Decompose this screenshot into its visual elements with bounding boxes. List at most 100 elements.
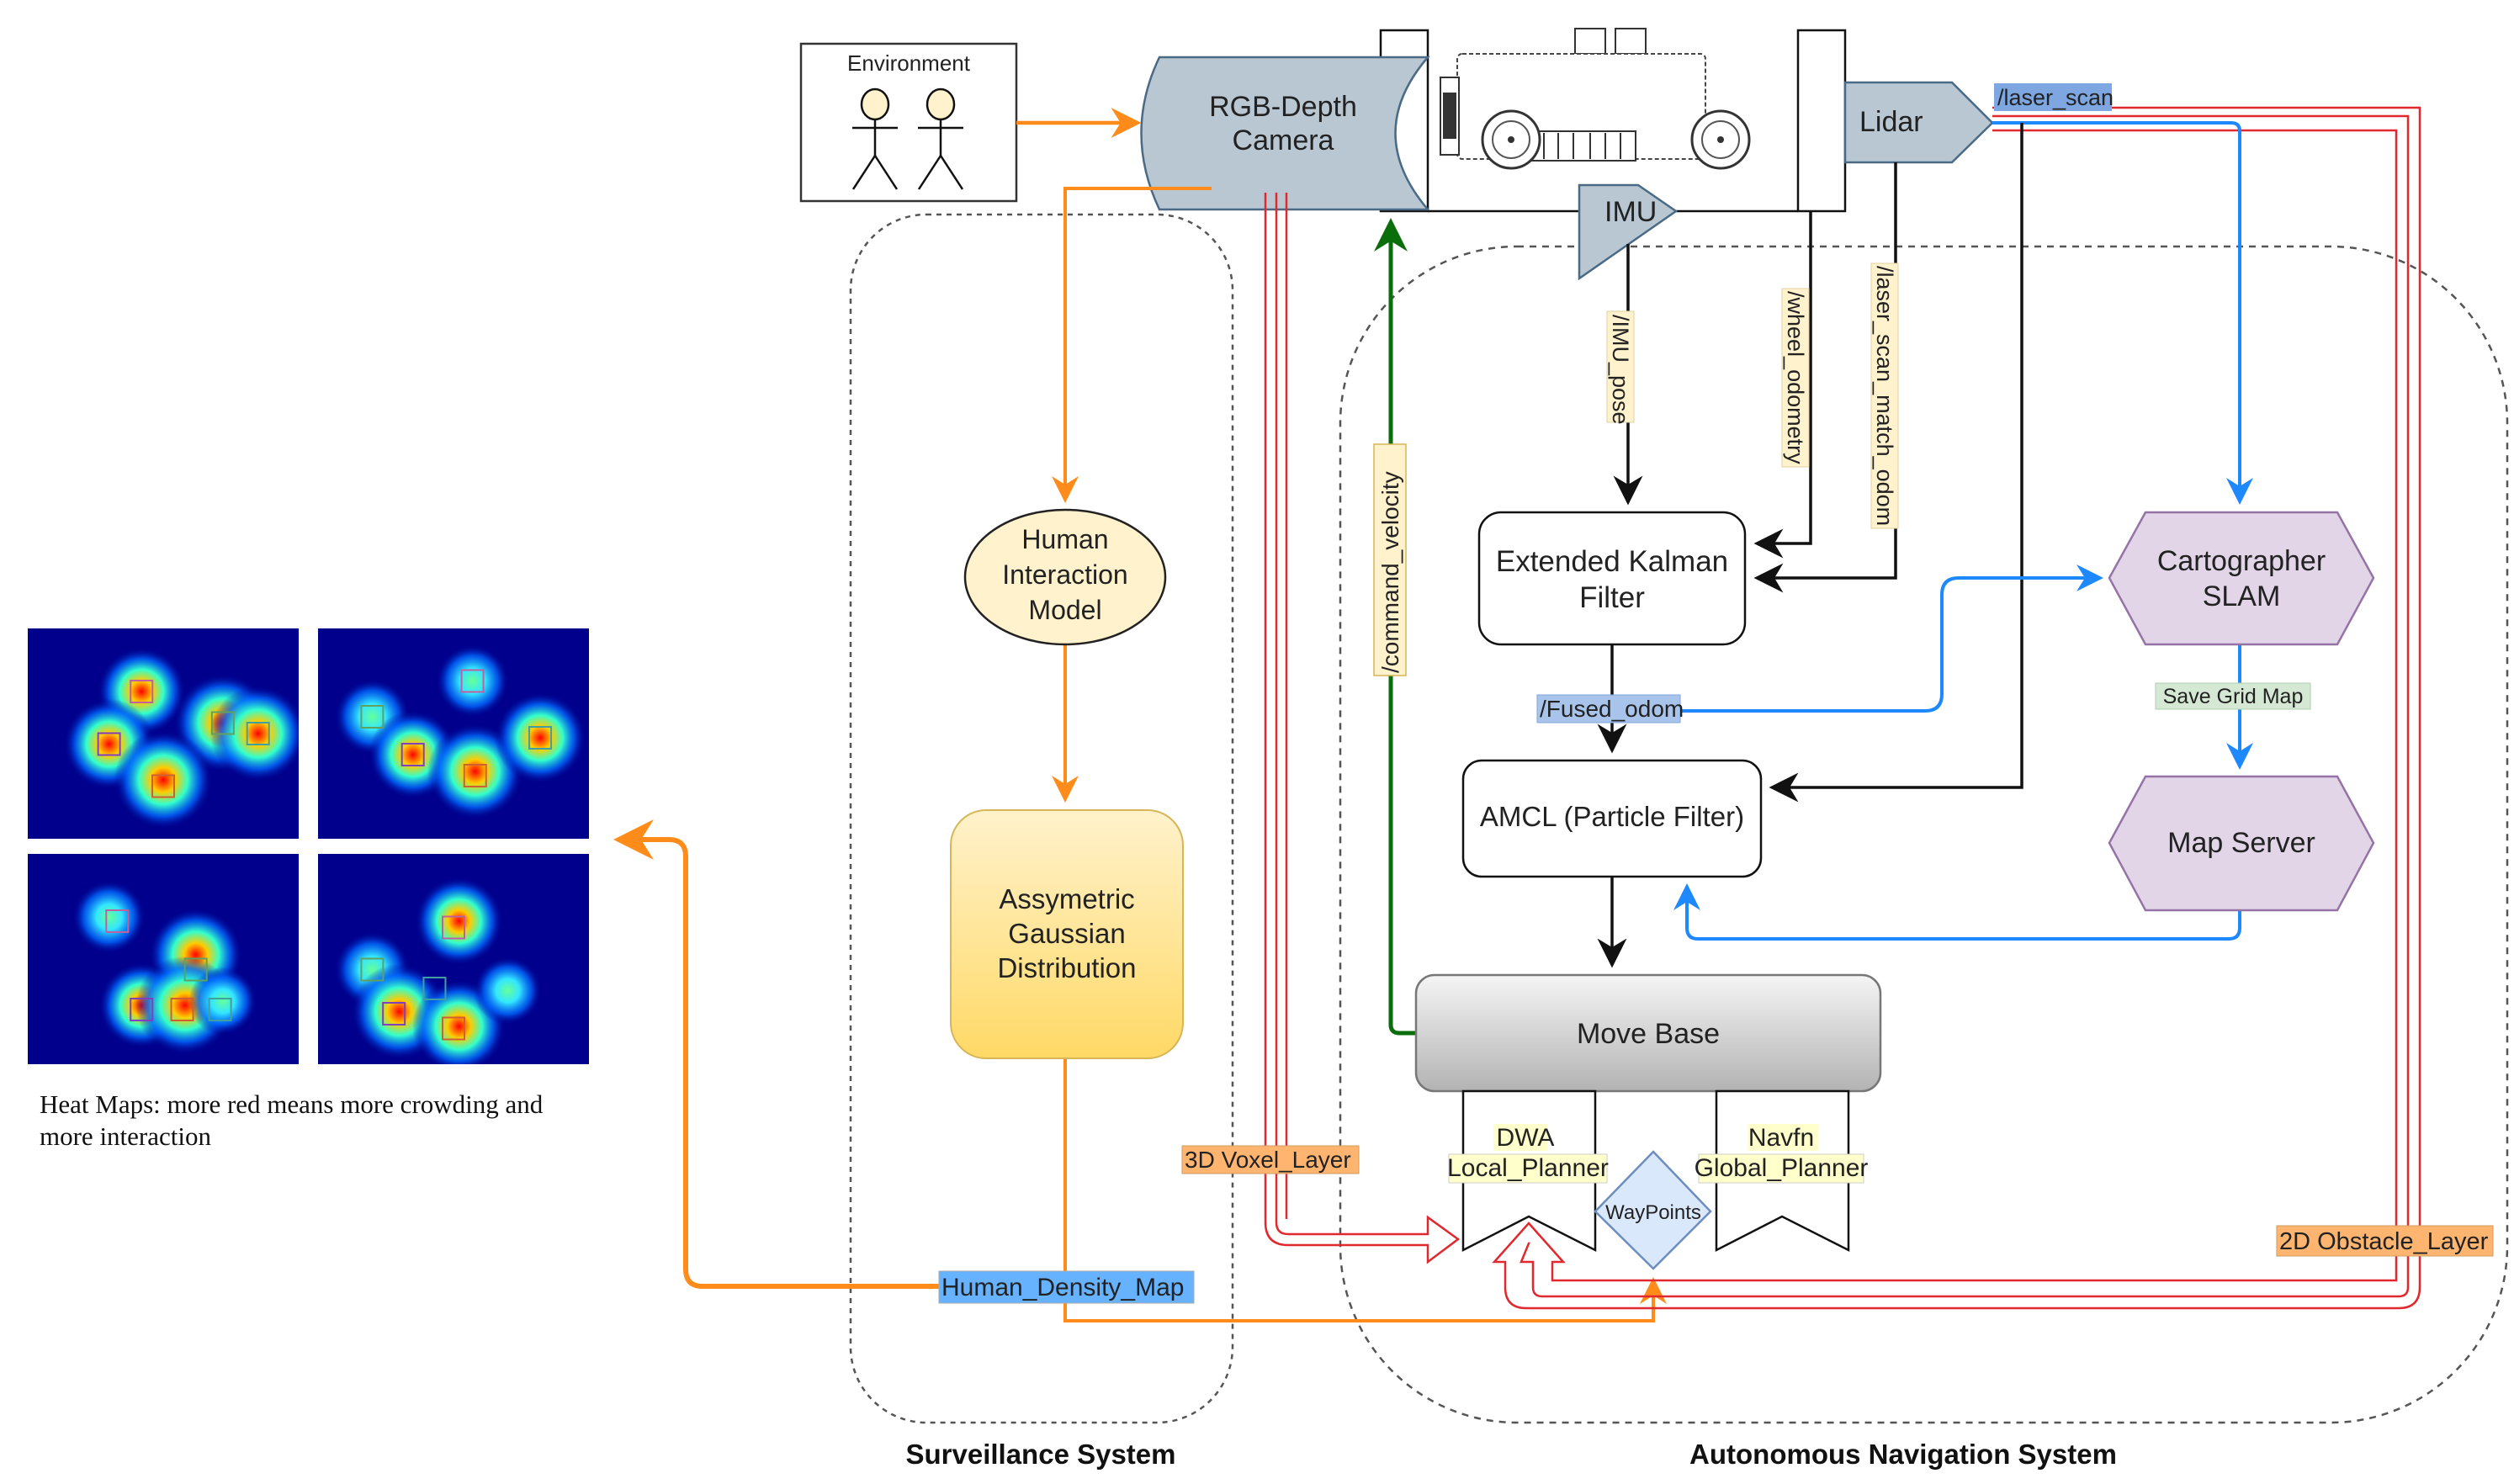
save-grid-map-label: Save Grid Map <box>2155 682 2311 710</box>
human-interaction-line3: Model <box>1028 595 1101 625</box>
person-detection-box <box>246 722 270 745</box>
human-interaction-line1: Human <box>1021 524 1108 554</box>
person-icon <box>851 87 899 190</box>
person-detection-box <box>360 705 385 729</box>
person-detection-box <box>360 957 385 982</box>
amcl-label: AMCL (Particle Filter) <box>1480 801 1744 832</box>
person-detection-box <box>528 726 553 750</box>
person-detection-box <box>130 680 154 703</box>
edge-obstacle-layer <box>1492 106 2421 1310</box>
imu-label: IMU <box>1604 196 1657 228</box>
robot-battery-pack <box>1529 130 1636 162</box>
navfn-line1-bg <box>1748 1124 1818 1151</box>
heatmap-hotspot <box>495 692 586 783</box>
edge-wheel-odometry-ekf <box>1753 211 1812 559</box>
edge-fused-odom-cartographer <box>1668 564 2103 713</box>
person-detection-box <box>170 998 194 1021</box>
robot-rear-bracket <box>1796 29 1847 213</box>
imu-node: IMU <box>1578 183 1679 281</box>
person-detection-box <box>183 957 208 982</box>
heatmap-hotspot <box>473 957 542 1025</box>
robot-wheel-front <box>1481 109 1541 170</box>
edge-voxel-layer <box>1264 193 1461 1264</box>
laser-scan-match-odom-text: /laser_scan_match_odom <box>1872 266 1897 526</box>
waypoints-label: WayPoints <box>1605 1201 1701 1224</box>
person-detection-box <box>130 998 154 1021</box>
ekf-line2: Filter <box>1579 581 1645 614</box>
dwa-line2-bg <box>1448 1153 1608 1184</box>
camera-label-line1: RGB-Depth <box>1209 91 1357 123</box>
person-detection-box <box>382 1002 406 1026</box>
person-detection-box <box>210 711 235 735</box>
navfn-line2: Global_Planner <box>1695 1154 1869 1182</box>
laser-scan-label: /laser_scan <box>1994 83 2114 111</box>
heatmap-hotspot <box>72 880 146 954</box>
gaussian-line1: Assymetric <box>999 883 1134 914</box>
obstacle-layer-text: 2D Obstacle_Layer <box>2279 1228 2489 1255</box>
assymetric-gaussian-node: Assymetric Gaussian Distribution <box>950 809 1184 1059</box>
dwa-local-planner-node: DWA Local_Planner <box>1447 1089 1609 1253</box>
wheel-odometry-text: /wheel_odometry <box>1783 291 1808 464</box>
human-interaction-model-node: Human Interaction Model <box>963 508 1167 646</box>
amcl-node: AMCL (Particle Filter) <box>1461 759 1763 878</box>
lidar-label: Lidar <box>1859 106 1923 138</box>
environment-label: Environment <box>847 50 971 76</box>
edge-laser-scan-amcl <box>1769 123 2023 803</box>
heatmap-caption-line2: more interaction <box>40 1121 211 1151</box>
camera-label-line2: Camera <box>1233 125 1334 156</box>
environment-node: Environment <box>799 42 1018 203</box>
command-velocity-label: /command_velocity <box>1373 443 1407 676</box>
obstacle-layer-label: 2D Obstacle_Layer <box>2276 1225 2494 1257</box>
person-detection-box <box>97 732 121 756</box>
surveillance-system-title: Surveillance System <box>905 1439 1175 1470</box>
navfn-line2-bg <box>1698 1153 1864 1184</box>
lidar-node: Lidar <box>1843 81 1994 164</box>
gaussian-line2: Gaussian <box>1008 918 1125 949</box>
voxel-layer-text: 3D Voxel_Layer <box>1185 1147 1351 1173</box>
person-detection-box <box>463 764 487 787</box>
heatmap-panel <box>318 628 589 839</box>
navfn-global-planner-node: Navfn Global_Planner <box>1695 1089 1869 1253</box>
human-density-map-label: Human_Density_Map <box>938 1270 1195 1304</box>
edge-density-heatmaps <box>613 819 942 1289</box>
heatmap-hotspot <box>414 877 503 966</box>
cartographer-line2: SLAM <box>2203 580 2281 612</box>
surveillance-system-group <box>849 213 1234 1424</box>
edge-mapserver-amcl <box>1673 883 2241 941</box>
robot-top-sensor-1 <box>1574 28 1606 55</box>
imu-pose-text: /IMU_pose <box>1608 315 1633 425</box>
heatmap-hotspot <box>114 730 213 829</box>
robot-wheel-rear <box>1690 109 1751 170</box>
gaussian-line3: Distribution <box>997 952 1136 983</box>
move-base-node: Move Base <box>1414 973 1882 1093</box>
save-grid-map-text: Save Grid Map <box>2163 685 2304 708</box>
cartographer-slam-node: Cartographer SLAM <box>2108 511 2375 646</box>
edge-gaussian-waypoints <box>1063 1058 1667 1322</box>
rgb-depth-camera-node: RGB-Depth Camera <box>1140 56 1430 211</box>
dwa-line2: Local_Planner <box>1447 1154 1609 1182</box>
robot-illustration <box>1440 28 1751 170</box>
human-interaction-line2: Interaction <box>1002 559 1127 590</box>
navigation-system-group <box>1339 245 2509 1424</box>
person-icon <box>917 87 964 190</box>
cartographer-line1: Cartographer <box>2157 545 2326 577</box>
heatmap-panel <box>28 628 299 839</box>
heatmap-caption-line1: Heat Maps: more red means more crowding … <box>40 1089 544 1119</box>
laser-scan-text: /laser_scan <box>1997 85 2114 110</box>
map-server-node: Map Server <box>2108 775 2375 912</box>
dwa-line1-bg <box>1493 1124 1547 1151</box>
heatmap-hotspot <box>436 644 510 718</box>
human-density-map-text: Human_Density_Map <box>941 1274 1184 1301</box>
fused-odom-text: /Fused_odom <box>1540 696 1684 722</box>
heatmap-hotspot <box>188 967 257 1036</box>
person-detection-box <box>208 998 232 1021</box>
person-detection-box <box>422 977 447 1000</box>
robot-bumper-dark <box>1443 93 1456 139</box>
heatmap-hotspot <box>210 686 299 782</box>
person-detection-box <box>442 1016 465 1041</box>
heatmap-panel <box>28 854 299 1064</box>
map-server-label: Map Server <box>2167 827 2315 859</box>
person-detection-box <box>151 774 175 798</box>
edge-camera-human-interaction <box>1052 187 1212 503</box>
